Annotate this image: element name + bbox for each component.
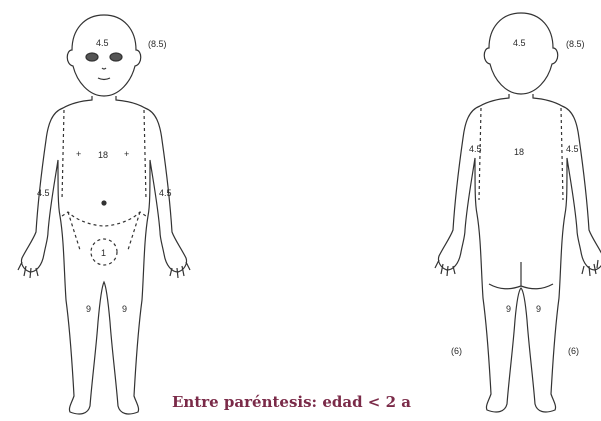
front-head <box>67 15 141 96</box>
back-head-infant-value: (8.5) <box>566 39 585 49</box>
front-head-infant-value: (8.5) <box>148 39 167 49</box>
front-navel <box>102 201 106 205</box>
caption: Entre paréntesis: edad < 2 a <box>172 393 411 411</box>
back-head-value: 4.5 <box>513 38 526 48</box>
front-left-arm-value: 4.5 <box>37 188 50 198</box>
front-left-eye <box>86 53 98 61</box>
back-head <box>484 13 558 94</box>
front-right-eye <box>110 53 122 61</box>
front-left-nipple: + <box>76 149 81 159</box>
front-head-value: 4.5 <box>96 38 109 48</box>
back-left-leg-value: 9 <box>506 304 511 314</box>
front-trunk-value: 18 <box>98 150 108 160</box>
front-left-leg-value: 9 <box>86 304 91 314</box>
front-right-leg-value: 9 <box>122 304 127 314</box>
back-left-leg-infant-value: (6) <box>451 346 462 356</box>
front-figure: + + <box>18 15 190 414</box>
back-left-arm-value: 4.5 <box>469 144 482 154</box>
front-mouth <box>98 78 110 80</box>
front-right-nipple: + <box>124 149 129 159</box>
front-right-arm-value: 4.5 <box>159 188 172 198</box>
back-right-leg-value: 9 <box>536 304 541 314</box>
back-body-outline <box>438 94 601 412</box>
back-trunk-value: 18 <box>514 147 524 157</box>
front-nose <box>102 68 106 69</box>
back-right-leg-infant-value: (6) <box>568 346 579 356</box>
front-dashed-lines <box>62 110 146 265</box>
back-right-arm-value: 4.5 <box>566 144 579 154</box>
front-genital-value: 1 <box>101 248 106 258</box>
